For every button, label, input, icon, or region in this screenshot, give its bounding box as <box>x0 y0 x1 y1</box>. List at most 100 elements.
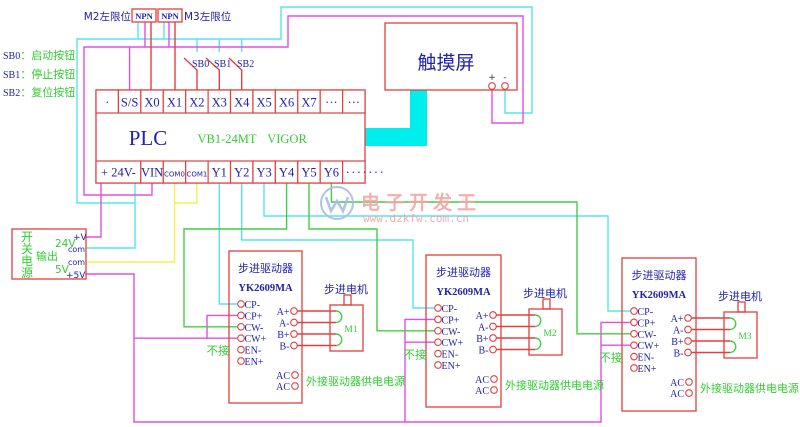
touchscreen-comm-cable-riser <box>410 90 427 146</box>
motor-coil-a <box>729 317 737 331</box>
legend-item: SB2：复位按钮 <box>3 85 75 99</box>
watermark-text: 电子开发王 <box>361 191 481 214</box>
button-sb1-label: SB1 <box>214 59 231 70</box>
touchscreen-label: 触摸屏 <box>417 52 474 74</box>
terminal-cell <box>342 160 366 184</box>
terminal-label: CW- <box>638 330 657 341</box>
terminal-label: X5 <box>257 96 272 110</box>
plc-brand: VIGOR <box>267 132 307 146</box>
driver-power-note: 外接驱动器供电电源 <box>700 381 799 395</box>
watermark-w-icon <box>324 196 350 215</box>
plc-terminal-vin: VIN <box>140 160 164 184</box>
switch-sb2-contact <box>228 57 243 90</box>
motor-coil-b <box>729 340 737 354</box>
legend-desc: 启动按钮 <box>31 48 75 62</box>
npn-sensor-box <box>131 8 157 23</box>
terminal-cpplus <box>434 315 442 324</box>
terminal-label: ··· <box>348 96 361 110</box>
terminal-label: COM1 <box>186 171 207 179</box>
terminal-label: VIN <box>141 166 163 180</box>
terminal-label: CW+ <box>245 334 267 345</box>
wire-24v-plus <box>86 183 102 238</box>
power-24v-label: 24V <box>55 238 76 250</box>
stepper-driver-1: 步进驱动器YK2609MACP-CP+CW-CW+EN-EN+A+A-B+B-A… <box>207 250 405 404</box>
terminal-label: X1 <box>167 96 182 110</box>
wire-5v-driver2 <box>404 318 435 422</box>
terminal-enminus <box>630 352 638 361</box>
terminal-label: Y4 <box>279 166 295 180</box>
plc-terminal-y1: Y1 <box>207 160 232 184</box>
motor-id: M3 <box>738 332 751 342</box>
terminal-label: CW+ <box>442 338 464 349</box>
terminal-label: + 24V- <box>101 166 136 180</box>
terminal-label: CP+ <box>638 318 656 329</box>
motor-shaft <box>343 294 352 306</box>
motor-coil-a <box>335 310 343 324</box>
terminal-cwminus <box>630 329 638 338</box>
terminal-label: Y1 <box>212 166 227 180</box>
terminal-ac <box>291 382 299 390</box>
power-supply-title-char: 电 <box>21 254 33 268</box>
plc-terminal-unused: ··· <box>342 89 366 114</box>
touchscreen: 触摸屏 + - <box>384 22 518 91</box>
terminal-label: · <box>105 96 109 110</box>
stepper-drivers: 步进驱动器YK2609MACP-CP+CW-CW+EN-EN+A+A-B+B-A… <box>207 250 799 412</box>
wire-y1-to-driver1-cp-minus <box>218 183 238 305</box>
plc-terminal-y5: Y5 <box>297 160 321 184</box>
power-supply-box <box>11 228 87 280</box>
terminal-label: AC <box>670 378 684 389</box>
terminal-label: A- <box>478 323 489 334</box>
motor-coil-b <box>534 337 542 351</box>
terminal-label: Y3 <box>257 166 272 180</box>
wire-5v-plus-bus <box>86 273 631 423</box>
wires <box>76 6 631 423</box>
terminal-label: CP- <box>245 300 261 311</box>
plc-name: PLC <box>129 126 168 150</box>
motor-id: M1 <box>344 325 357 335</box>
terminal-bplus <box>489 334 497 342</box>
legend-sep: ： <box>20 49 31 62</box>
wire-y4-to-driver1-cw-minus <box>183 183 288 328</box>
terminal-label: EN+ <box>245 357 264 368</box>
power-supply-title-char: 源 <box>21 266 33 280</box>
terminal-bplus <box>684 337 692 345</box>
terminal-bminus <box>489 345 497 354</box>
legend-id: SB2 <box>3 88 20 99</box>
driver-box <box>425 254 502 408</box>
terminal-label: A- <box>279 319 290 330</box>
driver-model: YK2609MA <box>238 283 293 294</box>
driver-model: YK2609MA <box>436 287 491 298</box>
terminal-label: A+ <box>476 311 489 322</box>
watermark-logo-icon <box>320 186 354 220</box>
terminal-label: EN- <box>638 353 655 364</box>
motor-body <box>723 311 758 359</box>
driver-power-note: 外接驱动器供电电源 <box>306 374 405 388</box>
terminal-label: B+ <box>671 337 684 348</box>
terminal-label: A- <box>673 326 684 337</box>
terminal-label: EN- <box>245 346 262 357</box>
wire-y5-to-driver2-cw-minus <box>308 183 435 332</box>
plc-terminal-com0: COM0 <box>162 160 187 184</box>
touchscreen-plus-terminal <box>488 82 496 90</box>
terminal-cpplus <box>630 318 638 327</box>
wire-5v-driver1 <box>134 314 238 339</box>
terminal-cpminus <box>630 307 638 315</box>
terminal-enminus <box>237 345 245 354</box>
power-terminal-plus-v: +V <box>73 233 88 243</box>
stepper-driver-2: 步进驱动器YK2609MACP-CP+CW-CW+EN-EN+A+A-B+B-A… <box>404 254 604 408</box>
power-supply-title-char: 关 <box>21 242 33 256</box>
plc-terminal-x3: X3 <box>207 89 232 114</box>
driver-power-note: 外接驱动器供电电源 <box>505 378 604 392</box>
touchscreen-box <box>384 22 518 91</box>
terminal-label: CP+ <box>442 315 460 326</box>
terminal-aminus <box>684 325 692 334</box>
terminal-label: S/S <box>121 96 138 110</box>
terminal-enplus <box>237 357 245 365</box>
motor-caption: 步进电机 <box>718 289 762 303</box>
watermark-url: www.dzkfw.com.cn <box>363 212 469 225</box>
terminal-cwplus <box>434 338 442 347</box>
legend-desc: 复位按钮 <box>31 85 75 99</box>
terminal-label: CW+ <box>638 341 660 352</box>
